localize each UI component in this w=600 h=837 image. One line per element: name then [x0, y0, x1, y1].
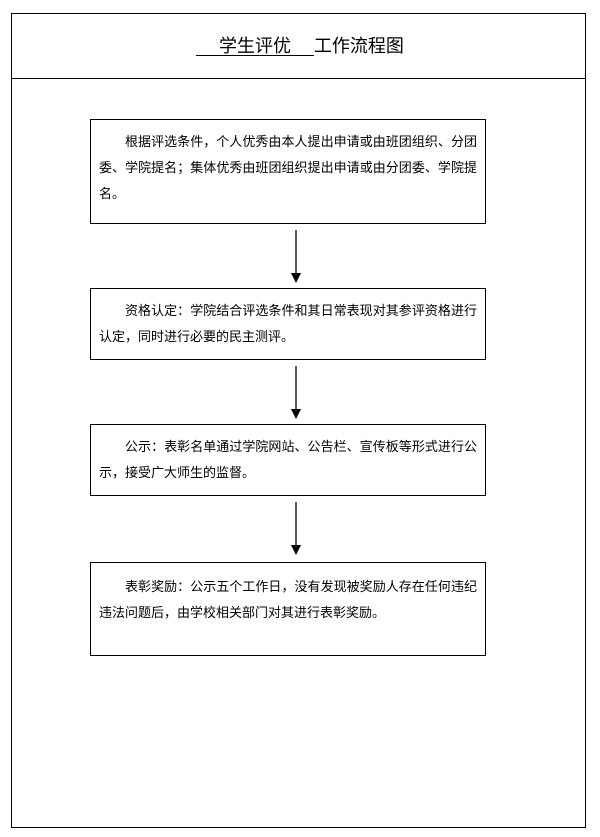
step-text-2: 资格认定：学院结合评选条件和其日常表现对其参评资格进行认定，同时进行必要的民主测…: [99, 304, 477, 345]
step-box-2: 资格认定：学院结合评选条件和其日常表现对其参评资格进行认定，同时进行必要的民主测…: [90, 288, 486, 360]
page-title: 学生评优 工作流程图: [0, 34, 600, 60]
page-frame: [11, 13, 586, 828]
flow-arrow-2: [291, 366, 301, 419]
title-rest: 工作流程图: [313, 36, 404, 57]
header-divider: [11, 78, 586, 79]
step-text-1: 根据评选条件，个人优秀由本人提出申请或由班团组织、分团委、学院提名；集体优秀由班…: [99, 135, 477, 202]
step-box-1: 根据评选条件，个人优秀由本人提出申请或由班团组织、分团委、学院提名；集体优秀由班…: [90, 119, 486, 224]
flow-arrow-1: [291, 230, 301, 283]
step-box-4: 表彰奖励：公示五个工作日，没有发现被奖励人存在任何违纪违法问题后，由学校相关部门…: [90, 562, 486, 656]
step-text-3: 公示：表彰名单通过学院网站、公告栏、宣传板等形式进行公示，接受广大师生的监督。: [99, 440, 477, 481]
step-box-3: 公示：表彰名单通过学院网站、公告栏、宣传板等形式进行公示，接受广大师生的监督。: [90, 424, 486, 496]
title-underlined: 学生评优: [196, 36, 314, 57]
step-text-4: 表彰奖励：公示五个工作日，没有发现被奖励人存在任何违纪违法问题后，由学校相关部门…: [99, 580, 477, 621]
title-underlined-text: 学生评优: [219, 36, 291, 57]
flow-arrow-3: [291, 502, 301, 555]
